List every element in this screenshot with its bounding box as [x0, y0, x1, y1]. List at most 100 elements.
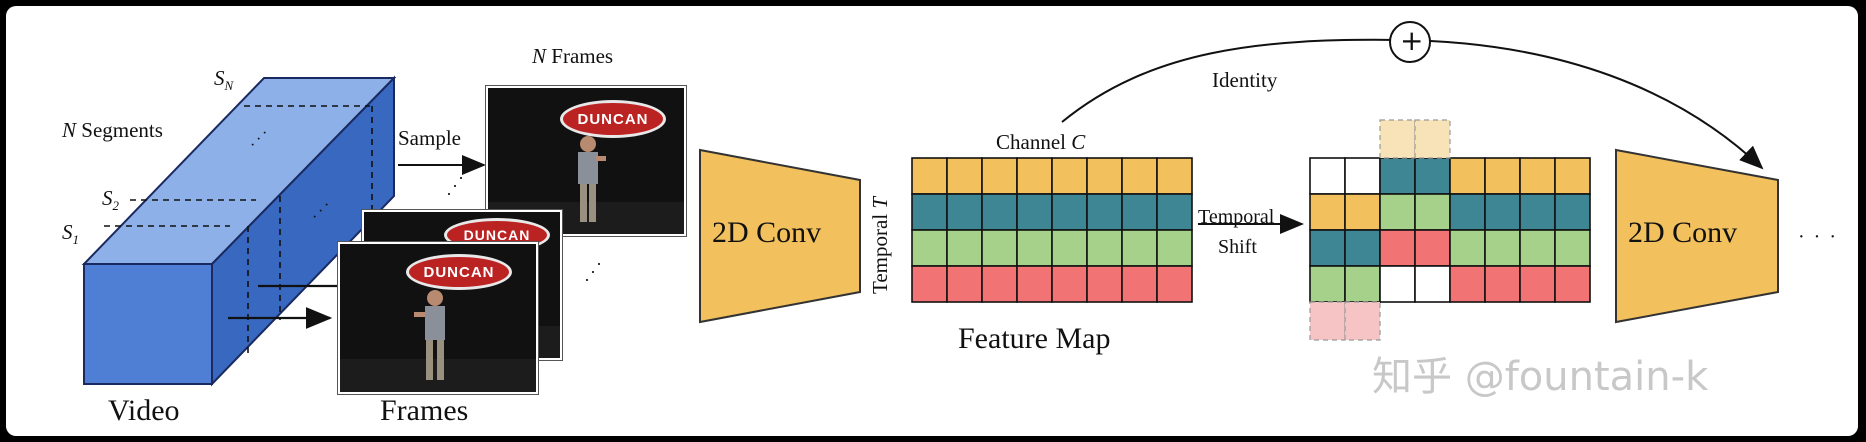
shifted-cell [1379, 265, 1416, 303]
svg-text:·: · [452, 176, 458, 196]
feature-cell [1051, 265, 1088, 303]
shifted-cell [1554, 265, 1591, 303]
conv1-label: 2D Conv [712, 216, 822, 249]
shift-label-line1: Temporal [1198, 206, 1275, 228]
shifted-cell [1484, 229, 1521, 267]
s-n-label: SN [214, 66, 234, 94]
feature-cell [946, 229, 983, 267]
shifted-cell [1519, 193, 1556, 231]
sample-label: Sample [398, 126, 461, 150]
video-cube: · · · · · · [81, 75, 397, 387]
shifted-cell [1414, 229, 1451, 267]
svg-text:·: · [324, 197, 329, 214]
feature-cell [911, 157, 948, 195]
identity-label: Identity [1212, 68, 1278, 92]
conv2-label: 2D Conv [1628, 216, 1738, 249]
feature-cell [1086, 265, 1123, 303]
shifted-cell [1519, 265, 1556, 303]
shifted-feature-map-grid [1309, 119, 1591, 341]
frame-sign: DUNCAN [560, 100, 666, 138]
shifted-cell [1379, 193, 1416, 231]
feature-cell [1156, 265, 1193, 303]
svg-text:·: · [596, 254, 602, 274]
trailing-ellipsis: · · · [1798, 226, 1838, 248]
shifted-cell [1344, 193, 1381, 231]
channel-label: Channel C [996, 130, 1086, 154]
feature-cell [1121, 229, 1158, 267]
feature-cell [1051, 193, 1088, 231]
feature-cell [1156, 157, 1193, 195]
feature-cell [1156, 193, 1193, 231]
s-2-label: S2 [102, 186, 119, 214]
feature-cell [1016, 193, 1053, 231]
svg-text:·: · [256, 131, 261, 148]
shifted-cell [1449, 193, 1486, 231]
svg-text:·: · [250, 137, 255, 154]
shifted-cell [1309, 265, 1346, 303]
feature-cell [1156, 229, 1193, 267]
feature-cell [1121, 265, 1158, 303]
s-1-label: S1 [62, 220, 79, 248]
svg-text:·: · [262, 125, 267, 142]
shifted-cell [1449, 157, 1486, 195]
feature-cell [981, 193, 1018, 231]
feature-map-grid [911, 157, 1193, 303]
sample-arrows [228, 155, 486, 329]
shifted-cell [1554, 229, 1591, 267]
feature-cell [1121, 157, 1158, 195]
shifted-cell [1414, 193, 1451, 231]
shifted-cell [1484, 265, 1521, 303]
shifted-cell [1344, 229, 1381, 267]
feature-cell [1016, 229, 1053, 267]
frames-caption: Frames [380, 394, 469, 427]
feature-cell [1086, 193, 1123, 231]
shifted-cell [1484, 193, 1521, 231]
feature-cell [981, 229, 1018, 267]
feature-cell [1016, 265, 1053, 303]
shifted-cell [1414, 265, 1451, 303]
segments-label: N Segments [62, 118, 163, 142]
video-caption: Video [108, 394, 180, 427]
frames-title: N Frames [532, 44, 614, 68]
shifted-cell [1344, 157, 1381, 195]
frame-image-1: DUNCAN [338, 242, 538, 394]
watermark: 知乎 @fountain-k [1372, 354, 1709, 400]
shifted-out-cell [1379, 119, 1416, 159]
feature-cell [946, 265, 983, 303]
feature-cell [911, 265, 948, 303]
feature-cell [1086, 157, 1123, 195]
shifted-cell [1519, 229, 1556, 267]
shifted-cell [1484, 157, 1521, 195]
shifted-cell [1554, 157, 1591, 195]
shifted-cell [1309, 157, 1346, 195]
plus-symbol: + [1400, 24, 1424, 57]
feature-cell [1051, 157, 1088, 195]
shifted-cell [1309, 229, 1346, 267]
svg-text:·: · [446, 184, 452, 204]
conv1-trapezoid [699, 148, 861, 324]
shifted-cell [1379, 229, 1416, 267]
frame-sign: DUNCAN [406, 254, 512, 290]
shifted-out-cell [1414, 119, 1451, 159]
shifted-cell [1379, 157, 1416, 195]
svg-text:·: · [458, 168, 464, 188]
feature-cell [981, 157, 1018, 195]
cube-front-face [83, 263, 213, 385]
shifted-cell [1449, 229, 1486, 267]
svg-text:·: · [312, 209, 317, 226]
shifted-out-cell [1344, 301, 1381, 341]
shifted-cell [1344, 265, 1381, 303]
temporal-label: Temporal T [868, 196, 892, 294]
feature-cell [946, 193, 983, 231]
conv2-trapezoid [1615, 148, 1779, 324]
feature-cell [911, 229, 948, 267]
shifted-cell [1519, 157, 1556, 195]
feature-map-caption: Feature Map [958, 322, 1111, 355]
shifted-cell [1449, 265, 1486, 303]
feature-cell [1051, 229, 1088, 267]
feature-cell [1121, 193, 1158, 231]
feature-cell [946, 157, 983, 195]
shifted-out-cell [1309, 301, 1346, 341]
